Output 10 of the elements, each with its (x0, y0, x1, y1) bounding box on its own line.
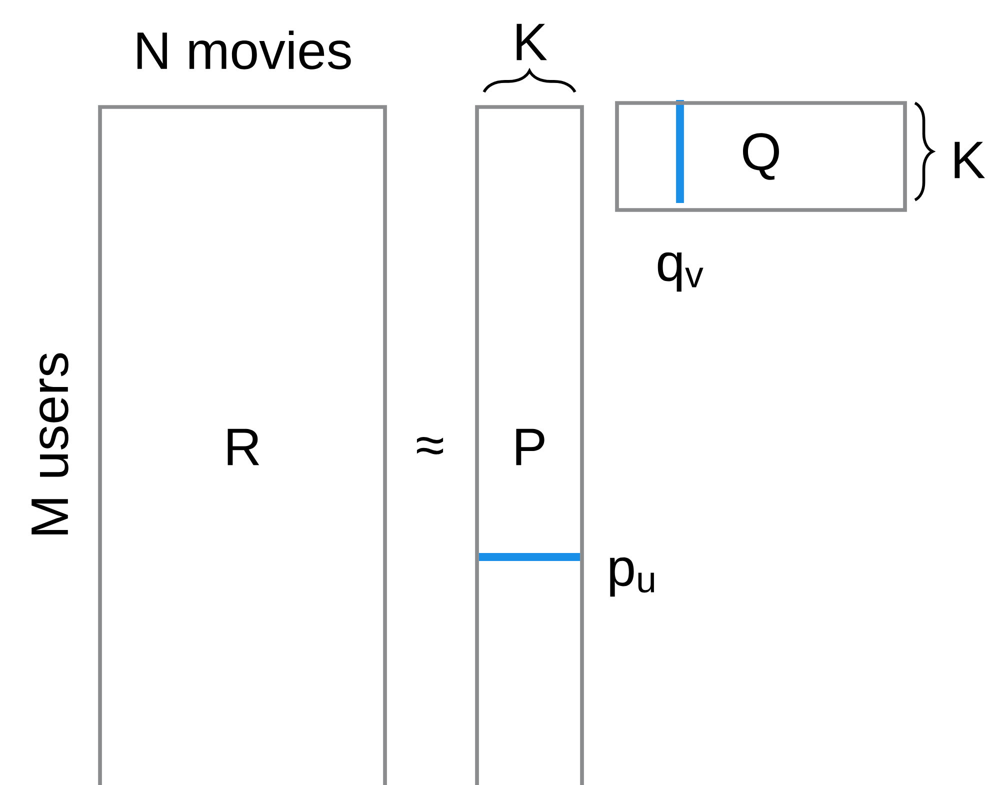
matrix-box: R (98, 105, 387, 785)
axis-label: K (954, 142, 985, 178)
axis-label: N movies (137, 30, 351, 70)
axis-label: M users (32, 353, 68, 534)
axis-label: K (516, 24, 547, 60)
axis-label: p$_{u}$ (610, 557, 654, 597)
approx-sign: ≈ (416, 436, 444, 454)
matrix-box: Q (615, 101, 907, 212)
matrix-box: P (475, 105, 584, 785)
axis-label: q$_{v}$ (658, 252, 704, 292)
